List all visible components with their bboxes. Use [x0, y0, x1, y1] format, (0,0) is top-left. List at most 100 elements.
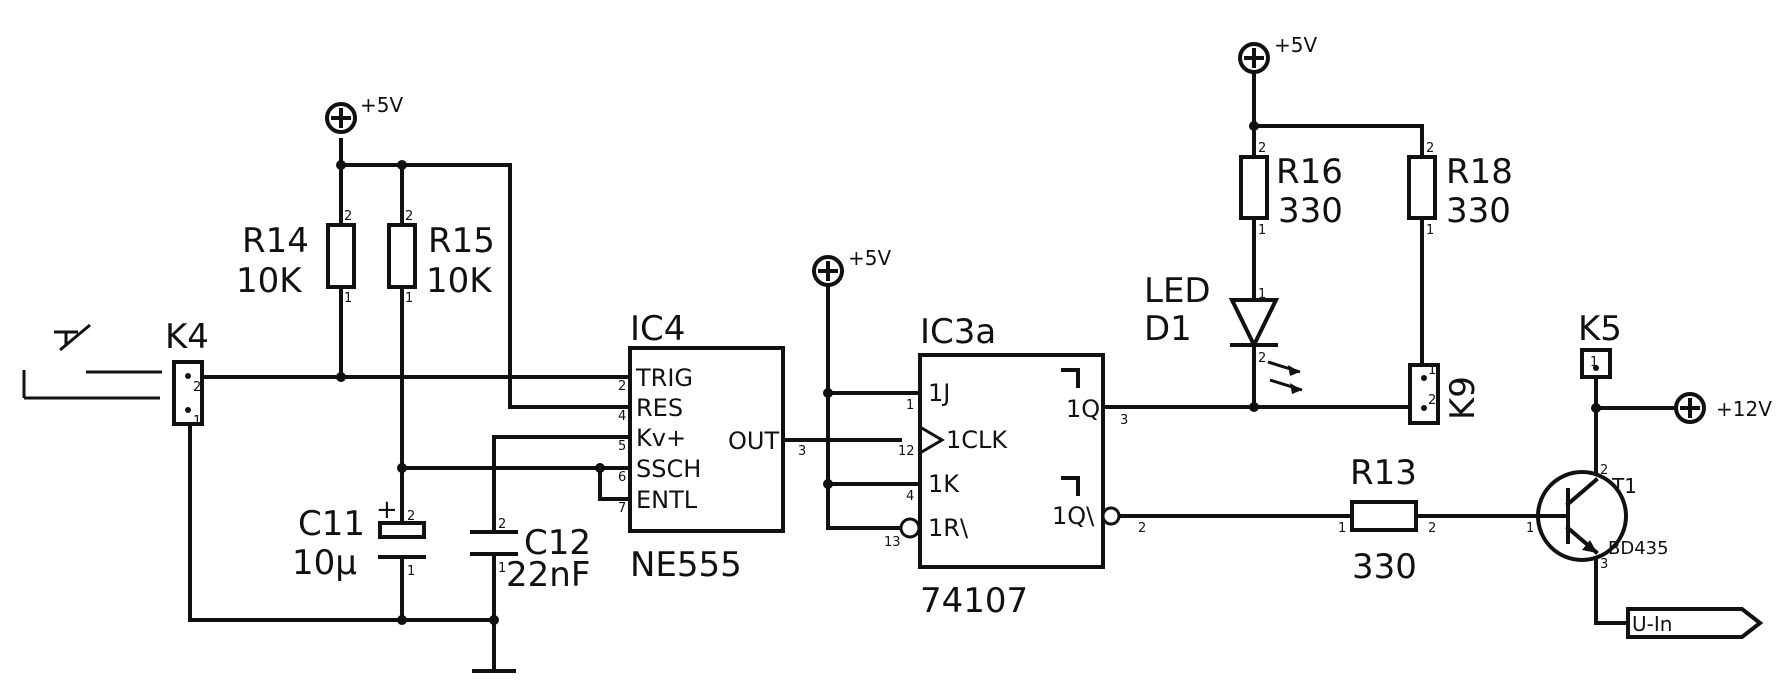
junctions [336, 121, 1601, 625]
r13-ref: R13 [1350, 453, 1417, 493]
connector-k4: K4 2 1 [165, 317, 209, 429]
resistor-r15: R15 10K 2 1 [387, 209, 495, 306]
ic4-out-label: OUT [728, 427, 779, 455]
pin-number: 2 [1258, 141, 1266, 156]
r13-value: 330 [1352, 547, 1417, 587]
r16-ref: R16 [1276, 152, 1343, 192]
junction-dot [336, 372, 346, 382]
led-d1: LED D1 1 2 [1144, 271, 1303, 394]
junction-dot [397, 463, 407, 473]
resistor-r18: R18 330 2 1 [1407, 141, 1513, 238]
uin-connector: U-In [1626, 607, 1764, 639]
wire-collector [1594, 375, 1678, 476]
ic4-pin-name: RES [636, 394, 683, 422]
pin-number: 2 [1600, 463, 1608, 478]
supply-12v: +12V [1674, 392, 1772, 424]
ic3a-part: 74107 [920, 581, 1028, 621]
pin-number: 2 [405, 209, 413, 224]
pin-number: 1 [1258, 287, 1266, 302]
ic3a-pin-name: 1J [928, 379, 950, 407]
ic3a-pin-name: 1K [928, 470, 960, 498]
ic3a-ref: IC3a [920, 312, 996, 352]
pin-number: 1 [1428, 363, 1436, 378]
supply-5v-left: +5V [325, 93, 403, 134]
pin-number: 2 [1428, 393, 1436, 408]
wires [188, 70, 1678, 670]
r14-ref: R14 [242, 221, 309, 261]
supply-label: +5V [360, 93, 403, 117]
k9-label: K9 [1443, 376, 1483, 420]
wire-emitter [1594, 558, 1630, 625]
pin-number: 1 [1526, 521, 1534, 536]
resistor-r14: R14 10K 2 1 [236, 209, 356, 306]
wire-led-rail [1252, 70, 1424, 157]
t1-value: BD435 [1608, 538, 1669, 559]
wire-jk-rail [826, 283, 922, 530]
resistor-r16: R16 330 2 1 [1239, 141, 1343, 238]
ic4-ref: IC4 [630, 309, 685, 349]
ic4-part: NE555 [630, 545, 742, 585]
junction-dot [1249, 121, 1259, 131]
wire-kv-c12 [492, 435, 632, 670]
ic4-pin-name: SSCH [636, 455, 701, 483]
pin-number: 4 [906, 489, 914, 504]
pin-number: 3 [798, 444, 806, 459]
junction-dot [823, 388, 833, 398]
r15-ref: R15 [428, 221, 495, 261]
supply-label: +5V [848, 246, 891, 270]
pin-number: 12 [898, 444, 915, 459]
supply-5v-right: +5V [1238, 33, 1317, 74]
pin-number: 2 [1426, 141, 1434, 156]
pin-number: 1 [193, 414, 201, 429]
junction-dot [1591, 403, 1601, 413]
r18-ref: R18 [1446, 152, 1513, 192]
wire-gnd-rail [188, 415, 496, 622]
connector-k5: K5 1 [1578, 309, 1622, 379]
junction-dot [397, 615, 407, 625]
pin-number: 1 [498, 561, 506, 576]
pin-number: 1 [1590, 355, 1598, 370]
transistor-t1: T1 BD435 1 2 3 [1526, 463, 1669, 572]
k5-label: K5 [1578, 309, 1622, 349]
ic4-pin-name: ENTL [636, 486, 698, 514]
c12-ref: C12 [524, 523, 591, 563]
ic3a-out-name: 1Q [1066, 395, 1100, 423]
c11-value: 10µ [292, 543, 357, 583]
c12-value: 22nF [506, 555, 590, 595]
led-value: D1 [1144, 309, 1192, 349]
resistor-r13: R13 330 1 2 [1338, 453, 1436, 587]
pin-number: 2 [344, 209, 352, 224]
ic4-ne555: IC4 NE555 OUT 3 TRIG RES Kv+ SSCH ENTL 2… [618, 309, 806, 585]
supply-label: +5V [1274, 33, 1317, 57]
ic3a-pin-name: 1R\ [928, 514, 969, 542]
pin-number: 1 [344, 291, 352, 306]
junction-dot [595, 463, 605, 473]
pin-number: 1 [1258, 223, 1266, 238]
r16-value: 330 [1278, 191, 1343, 231]
capacitor-c12: C12 22nF 2 1 [470, 517, 591, 595]
capacitor-c11: + C11 10µ 2 1 [292, 495, 426, 583]
connector-k9: 1 2 K9 [1408, 363, 1483, 425]
pin-number: 2 [407, 509, 415, 524]
led-ref: LED [1144, 271, 1211, 311]
pin-number: 4 [618, 409, 626, 424]
junction-dot [489, 615, 499, 625]
pin-number: 2 [1428, 521, 1436, 536]
pin-number: 1 [407, 564, 415, 579]
junction-dot [823, 479, 833, 489]
c11-ref: C11 [298, 504, 365, 544]
pin-number: 13 [884, 535, 901, 550]
push-button-switch [22, 323, 162, 400]
ic3a-74107: IC3a 74107 1J 1CLK 1K 1R\ 1Q 1Q\ 1 12 4 … [884, 312, 1146, 621]
r18-value: 330 [1446, 191, 1511, 231]
ic4-pin-name: Kv+ [636, 424, 686, 452]
pin-number: 1 [906, 398, 914, 413]
pin-number: 6 [618, 470, 626, 485]
junction-dot [1249, 402, 1259, 412]
ic3a-out-name: 1Q\ [1052, 502, 1095, 530]
supply-label: +12V [1716, 397, 1772, 421]
uin-label: U-In [1632, 612, 1672, 636]
r15-value: 10K [426, 261, 493, 301]
k4-label: K4 [165, 317, 209, 357]
